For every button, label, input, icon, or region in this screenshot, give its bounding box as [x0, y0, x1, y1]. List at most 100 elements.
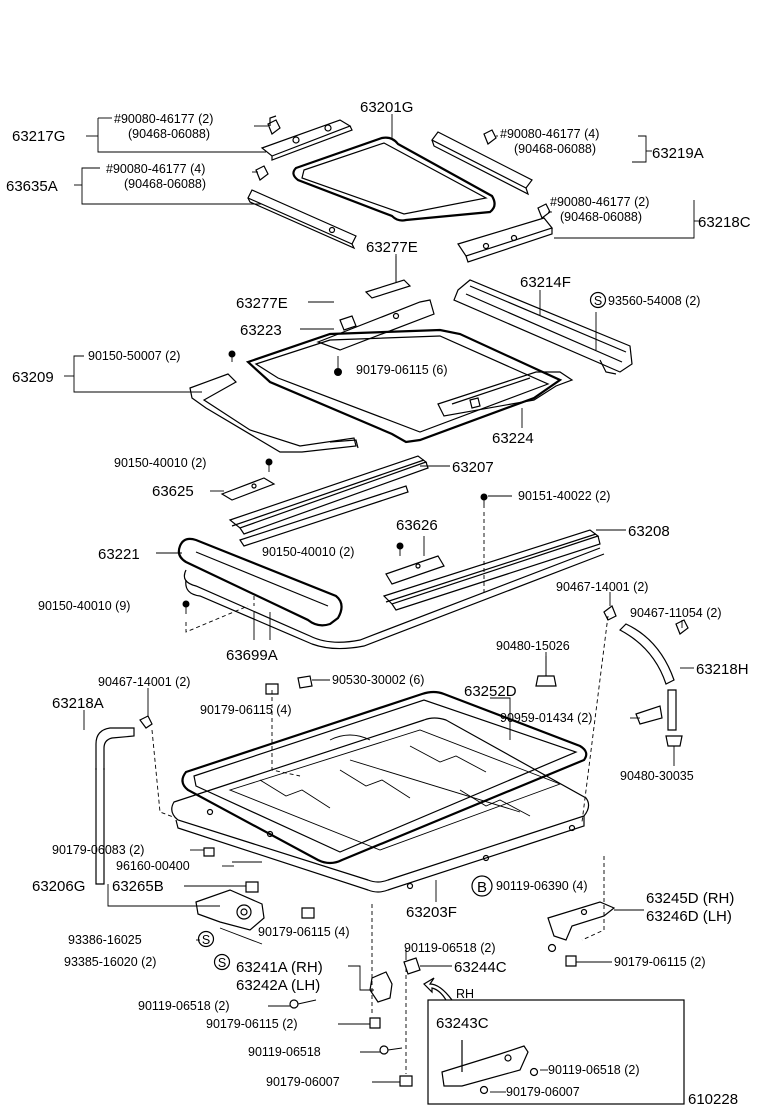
label-63242A: 63242A (LH) — [236, 977, 320, 994]
label-63217G: 63217G — [12, 128, 65, 145]
detail-inset-box — [427, 999, 685, 1105]
label-63201G: 63201G — [360, 99, 413, 116]
part-63208-drawing — [382, 529, 601, 611]
label-96160-00400: 96160-00400 — [116, 859, 190, 873]
rh-arrow-icon — [423, 977, 453, 1001]
part-63241A-drawing — [369, 971, 393, 1003]
label-63203F: 63203F — [406, 904, 457, 921]
part-63201G-drawing — [292, 136, 496, 222]
clip-icon — [267, 115, 281, 135]
part-63635A-drawing — [247, 189, 357, 250]
label-90119-06518: 90119-06518 — [248, 1045, 321, 1059]
label-63246D: 63246D (LH) — [646, 908, 732, 925]
part-63209-drawing — [189, 328, 563, 453]
bolt-icon — [547, 943, 557, 953]
nut-icon — [565, 955, 577, 967]
svg-text:S: S — [594, 294, 602, 308]
label-90468-06088: (90468-06088) — [514, 142, 596, 156]
label-90179-06115: 90179-06115 (2) — [206, 1017, 298, 1031]
label-90959-01434: 90959-01434 (2) — [500, 711, 592, 725]
label-63219A: 63219A — [652, 145, 704, 162]
label-93386-16025: 93386-16025 — [68, 933, 142, 947]
label-63244C: 63244C — [454, 959, 507, 976]
label-63208: 63208 — [628, 523, 670, 540]
screw-icon — [182, 600, 190, 614]
label-90179-06007: 90179-06007 — [506, 1085, 580, 1099]
s-marker-icon: S — [589, 291, 607, 309]
s-marker-icon: S — [213, 953, 231, 971]
label-90080-46177: #90080-46177 (2) — [550, 195, 649, 209]
label-63265B: 63265B — [112, 878, 164, 895]
label-63218A: 63218A — [52, 695, 104, 712]
nut-icon — [399, 1075, 413, 1087]
label-90150-50007: 90150-50007 (2) — [88, 349, 180, 363]
nut-icon — [203, 847, 215, 857]
clip-icon — [537, 203, 551, 219]
label-63635A: 63635A — [6, 178, 58, 195]
part-63218A-drawing — [95, 715, 153, 885]
nut-icon — [265, 683, 279, 695]
label-90468-06088: (90468-06088) — [128, 127, 210, 141]
label-90080-46177: #90080-46177 (2) — [114, 112, 213, 126]
label-63277E: 63277E — [366, 239, 418, 256]
screw-icon — [396, 542, 404, 556]
svg-text:S: S — [202, 933, 210, 947]
label-63221: 63221 — [98, 546, 140, 563]
clip-icon — [255, 165, 269, 181]
label-90080-46177: #90080-46177 (4) — [106, 162, 205, 176]
part-63217G-drawing — [260, 119, 353, 161]
nut-icon — [297, 675, 313, 689]
part-63203F-drawing — [171, 717, 590, 893]
part-63218H-drawing — [603, 605, 689, 731]
part-63219A-drawing — [431, 131, 533, 196]
part-63252D-drawing — [181, 690, 588, 865]
label-93385-16020: 93385-16020 (2) — [64, 955, 156, 969]
clip-icon — [635, 705, 663, 725]
b-marker-icon: B — [471, 875, 493, 897]
label-rh: RH — [456, 987, 474, 1001]
label-90179-06007: 90179-06007 — [266, 1075, 340, 1089]
label-90150-40010: 90150-40010 (9) — [38, 599, 130, 613]
label-63243C: 63243C — [436, 1015, 489, 1032]
screw-icon — [265, 458, 273, 472]
screw-icon — [228, 350, 236, 362]
part-labels: 63217G #90080-46177 (2) (90468-06088) 63… — [6, 99, 751, 1108]
label-63626: 63626 — [396, 517, 438, 534]
s-marker-icon: S — [197, 930, 215, 948]
part-63218C-drawing — [457, 217, 554, 263]
label-63207: 63207 — [452, 459, 494, 476]
nut-icon — [301, 907, 315, 919]
label-63209: 63209 — [12, 369, 54, 386]
part-63223-drawing — [316, 299, 435, 351]
svg-text:B: B — [477, 879, 487, 896]
label-63214F: 63214F — [520, 274, 571, 291]
part-63214F-drawing — [453, 279, 633, 375]
part-63245D-drawing — [547, 901, 616, 941]
label-63241A: 63241A (RH) — [236, 959, 323, 976]
nut-icon — [245, 881, 259, 893]
part-63626-drawing — [385, 555, 445, 585]
part-63277E-plate — [364, 256, 412, 299]
label-90530-30002: 90530-30002 (6) — [332, 673, 424, 687]
part-63207-drawing — [228, 455, 429, 547]
label-90179-06115: 90179-06115 (4) — [200, 703, 292, 717]
label-90467-14001: 90467-14001 (2) — [98, 675, 190, 689]
label-90151-40022: 90151-40022 (2) — [518, 489, 610, 503]
label-90480-15026: 90480-15026 — [496, 639, 570, 653]
part-63244C-drawing — [403, 957, 421, 975]
label-63245D: 63245D (RH) — [646, 890, 734, 907]
figure-number: 610228 — [688, 1091, 738, 1108]
label-63252D: 63252D — [464, 683, 517, 700]
label-90119-06390: 90119-06390 (4) — [496, 879, 588, 893]
label-90080-46177: #90080-46177 (4) — [500, 127, 599, 141]
label-90467-11054: 90467-11054 (2) — [630, 606, 722, 620]
bolt-icon — [379, 1045, 403, 1055]
part-63625-drawing — [220, 477, 276, 501]
label-90119-06518: 90119-06518 (2) — [138, 999, 230, 1013]
label-90179-06115: 90179-06115 (4) — [258, 925, 350, 939]
label-63699A: 63699A — [226, 647, 278, 664]
label-90119-06518: 90119-06518 (2) — [548, 1063, 640, 1077]
label-90150-40010: 90150-40010 (2) — [114, 456, 206, 470]
screw-icon — [480, 493, 488, 508]
